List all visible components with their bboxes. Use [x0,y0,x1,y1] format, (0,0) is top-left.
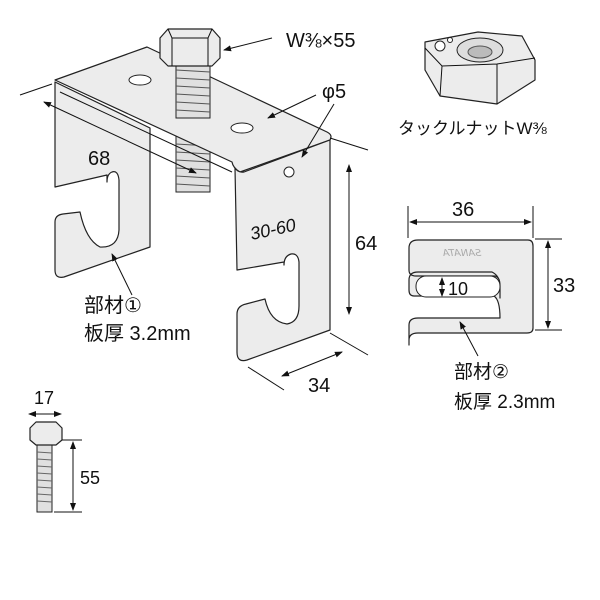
plate-logo: SANATA [442,248,481,259]
plate-height-label: 33 [553,275,575,297]
bracket-dimensions: 68 64 34 W⅜×55 φ5 部材① 板厚 3.2mm [19,30,377,397]
tackle-nut: タックルナットW⅜ [398,31,548,138]
part2-thickness: 板厚 2.3mm [454,391,555,413]
hole-phi5 [283,166,295,178]
plate-width-label: 36 [452,199,474,221]
bolt-length-label: 55 [80,468,100,488]
mounting-hole [230,122,254,134]
bolt-head [159,28,221,67]
mounting-hole [128,74,152,86]
bracket-right-leg [234,139,331,362]
bolt-head-label: 17 [34,388,54,408]
bolt-detail: 17 55 [28,388,100,513]
part2-name: 部材② [454,361,509,383]
bolt-label: W⅜×55 [286,30,355,52]
height-label: 64 [355,233,377,255]
width-dimension-arrow [43,101,197,174]
nut-label: タックルナットW⅜ [398,119,548,138]
width-label: 68 [88,148,110,170]
slot-label: 10 [448,279,468,299]
part1-name: 部材① [84,294,142,317]
part1-thickness: 板厚 3.2mm [84,322,191,345]
depth-dimension-arrow [281,351,343,377]
plate-part-2: SANATA 36 33 10 部材② 板厚 2.3mm [407,199,575,413]
hole-label: φ5 [322,81,346,103]
depth-label: 34 [308,375,330,397]
